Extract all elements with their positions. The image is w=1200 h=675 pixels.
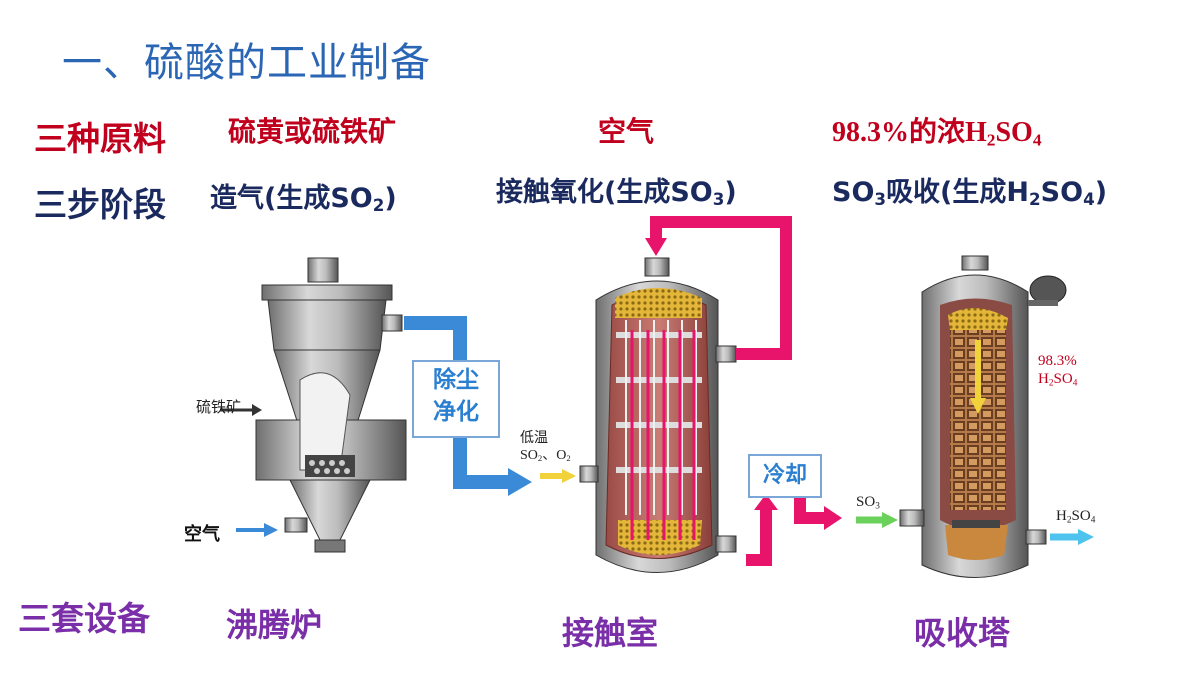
ore-input-label: 硫铁矿 bbox=[196, 398, 242, 416]
tower-acid-label: 98.3% H2SO4 bbox=[1038, 353, 1078, 389]
raw-materials-label: 三种原料 bbox=[34, 119, 166, 158]
absorption-tower bbox=[899, 255, 1067, 578]
equipment-contact-chamber: 接触室 bbox=[562, 614, 659, 652]
boiling-furnace bbox=[255, 257, 407, 553]
raw-material-sulfur: 硫黄或硫铁矿 bbox=[228, 115, 397, 148]
page-title: 一、硫酸的工业制备 bbox=[62, 40, 431, 86]
stages-label: 三步阶段 bbox=[34, 185, 166, 224]
stage-gas-making: 造气(生成SO2) bbox=[210, 183, 397, 216]
chamber-input-label: 低温 SO2、O2 bbox=[520, 431, 571, 464]
tower-input-label: SO3 bbox=[856, 494, 880, 512]
purify-box-line1: 除尘 bbox=[433, 367, 479, 393]
tower-output-label: H2SO4 bbox=[1056, 508, 1096, 526]
raw-material-acid: 98.3%的浓H2SO4 bbox=[832, 117, 1042, 150]
purify-box-line2: 净化 bbox=[433, 399, 479, 425]
raw-material-air: 空气 bbox=[598, 115, 655, 148]
equipment-furnace: 沸腾炉 bbox=[226, 606, 323, 644]
cool-box: 冷却 bbox=[748, 454, 822, 498]
air-input-label: 空气 bbox=[184, 524, 220, 545]
purify-box: 除尘 净化 bbox=[412, 360, 500, 438]
stage-contact-oxidation: 接触氧化(生成SO3) bbox=[496, 177, 737, 210]
equipment-absorption-tower: 吸收塔 bbox=[914, 614, 1011, 652]
contact-chamber bbox=[579, 257, 737, 573]
stage-absorption: SO3吸收(生成H2SO4) bbox=[832, 177, 1108, 210]
equipment-label: 三套设备 bbox=[18, 599, 150, 638]
